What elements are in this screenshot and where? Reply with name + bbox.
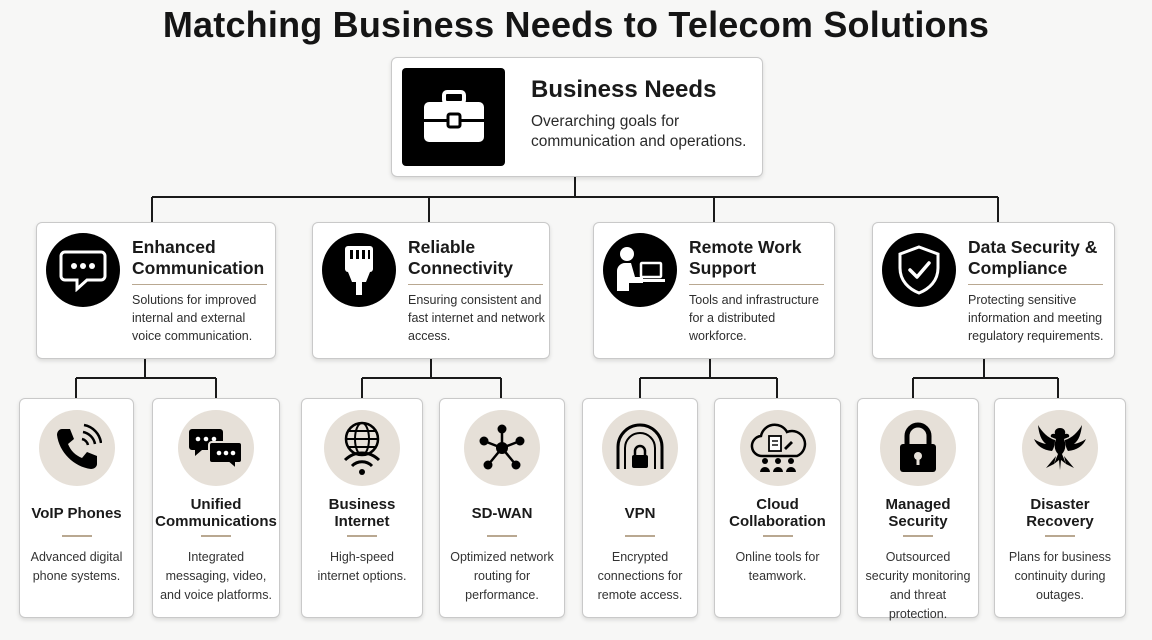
need-divider <box>689 284 824 285</box>
need-card-enhanced-communication: Enhanced Communication Solutions for imp… <box>36 222 276 359</box>
solution-card-vpn: VPN Encrypted connections for remote acc… <box>582 398 698 618</box>
solution-divider <box>347 535 377 537</box>
solution-card-business-internet: Business Internet High-speed internet op… <box>301 398 423 618</box>
business-needs-card: Business Needs Overarching goals for com… <box>391 57 763 177</box>
solution-description: Plans for business continuity during out… <box>1008 550 1112 602</box>
solution-divider <box>487 535 517 537</box>
solution-divider <box>201 535 231 537</box>
solution-title: Business Internet <box>328 496 396 530</box>
ethernet-plug-icon <box>322 233 396 307</box>
solution-title: Unified Communications <box>155 496 277 530</box>
solution-card-disaster-recovery: Disaster Recovery Plans for business con… <box>994 398 1126 618</box>
root-title: Business Needs <box>531 76 717 103</box>
need-card-reliable-connectivity: Reliable Connectivity Ensuring consisten… <box>312 222 550 359</box>
network-node-icon <box>464 410 540 486</box>
solution-card-sd-wan: SD-WAN Optimized network routing for per… <box>439 398 565 618</box>
solution-title: Cloud Collaboration <box>729 496 826 530</box>
need-divider <box>132 284 267 285</box>
tunnel-lock-icon <box>602 410 678 486</box>
chat-bubbles-icon <box>178 410 254 486</box>
need-description: Tools and infrastructure for a distribut… <box>689 293 819 343</box>
solution-card-managed-security: Managed Security Outsourced security mon… <box>857 398 979 621</box>
chat-bubble-icon <box>46 233 120 307</box>
solution-description: Advanced digital phone systems. <box>30 550 123 583</box>
need-divider <box>408 284 543 285</box>
need-title: Remote Work Support <box>689 237 802 278</box>
need-description: Protecting sensitive information and mee… <box>968 293 1104 343</box>
solution-title: Disaster Recovery <box>1026 496 1094 530</box>
solution-title: SD-WAN <box>471 504 533 522</box>
padlock-icon <box>880 410 956 486</box>
person-laptop-icon <box>603 233 677 307</box>
need-title: Reliable Connectivity <box>408 237 514 278</box>
solution-card-cloud-collaboration: Cloud Collaboration Online tools for tea… <box>714 398 841 618</box>
need-card-remote-work-support: Remote Work Support Tools and infrastruc… <box>593 222 835 359</box>
phone-icon <box>38 410 115 486</box>
globe-wifi-icon <box>324 410 400 486</box>
root-description: Overarching goals for communication and … <box>531 113 747 150</box>
phoenix-icon <box>1022 410 1098 486</box>
need-divider <box>968 284 1103 285</box>
solution-title: VoIP Phones <box>31 504 122 522</box>
shield-check-icon <box>882 233 956 307</box>
need-card-data-security-compliance: Data Security & Compliance Protecting se… <box>872 222 1115 359</box>
solution-divider <box>1045 535 1075 537</box>
page-title: Matching Business Needs to Telecom Solut… <box>162 4 990 45</box>
solution-description: Online tools for teamwork. <box>735 550 820 583</box>
solution-divider <box>625 535 655 537</box>
solution-description: Outsourced security monitoring and threa… <box>865 550 971 621</box>
solution-title: Managed Security <box>885 496 951 530</box>
solution-card-unified-communications: Unified Communications Integrated messag… <box>152 398 280 618</box>
need-title: Enhanced Communication <box>132 237 265 278</box>
solution-description: High-speed internet options. <box>317 550 407 583</box>
need-description: Solutions for improved internal and exte… <box>132 293 257 343</box>
solution-description: Optimized network routing for performanc… <box>450 550 554 602</box>
briefcase-icon <box>402 68 505 166</box>
solution-title: VPN <box>624 504 656 522</box>
cloud-team-icon <box>739 410 816 486</box>
need-title: Data Security & Compliance <box>968 237 1098 278</box>
solution-divider <box>762 535 793 537</box>
solution-description: Integrated messaging, video, and voice p… <box>160 550 272 602</box>
need-description: Ensuring consistent and fast internet an… <box>408 293 545 343</box>
solution-card-voip-phones: VoIP Phones Advanced digital phone syste… <box>19 398 134 618</box>
solution-divider <box>903 535 933 537</box>
solution-description: Encrypted connections for remote access. <box>597 550 683 602</box>
solution-divider <box>61 535 92 537</box>
